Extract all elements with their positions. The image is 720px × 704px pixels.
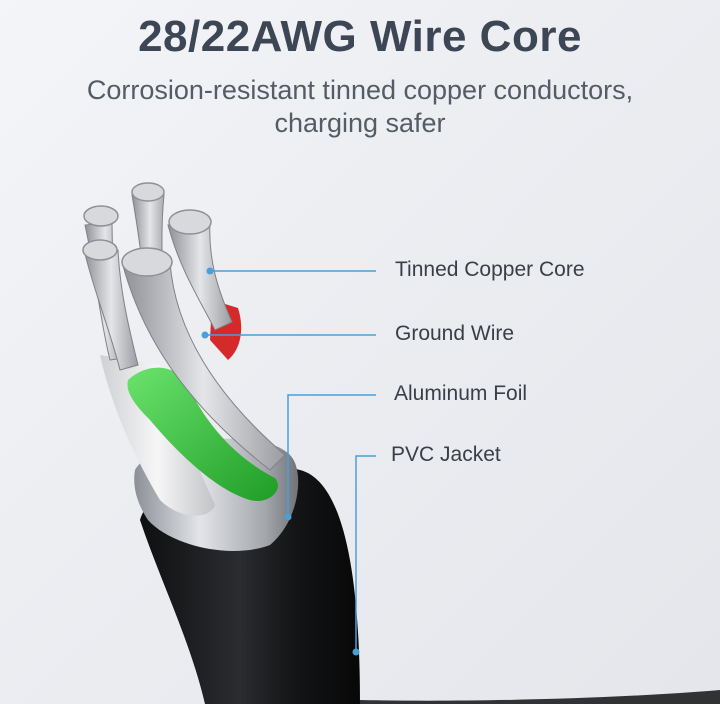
leader-line-aluminum-foil [287, 394, 376, 517]
subtitle-line-2: charging safer [274, 108, 446, 138]
callout-leader-lines [205, 270, 376, 652]
label-ground-wire: Ground Wire [395, 322, 515, 345]
label-tinned-copper-core: Tinned Copper Core [395, 258, 585, 281]
callout-endpoints [201, 267, 360, 656]
label-pvc-jacket: PVC Jacket [391, 443, 501, 466]
subtitle: Corrosion-resistant tinned copper conduc… [0, 74, 720, 140]
label-aluminum-foil: Aluminum Foil [394, 382, 528, 405]
subtitle-line-1: Corrosion-resistant tinned copper conduc… [86, 75, 634, 105]
green-insulation [127, 367, 278, 501]
jacket-floor-shadow [360, 690, 720, 704]
conductor-ends [82, 182, 212, 277]
leader-line-pvc-jacket [355, 455, 376, 652]
white-insulation [100, 355, 215, 516]
page-title: 28/22AWG Wire Core [138, 12, 582, 61]
